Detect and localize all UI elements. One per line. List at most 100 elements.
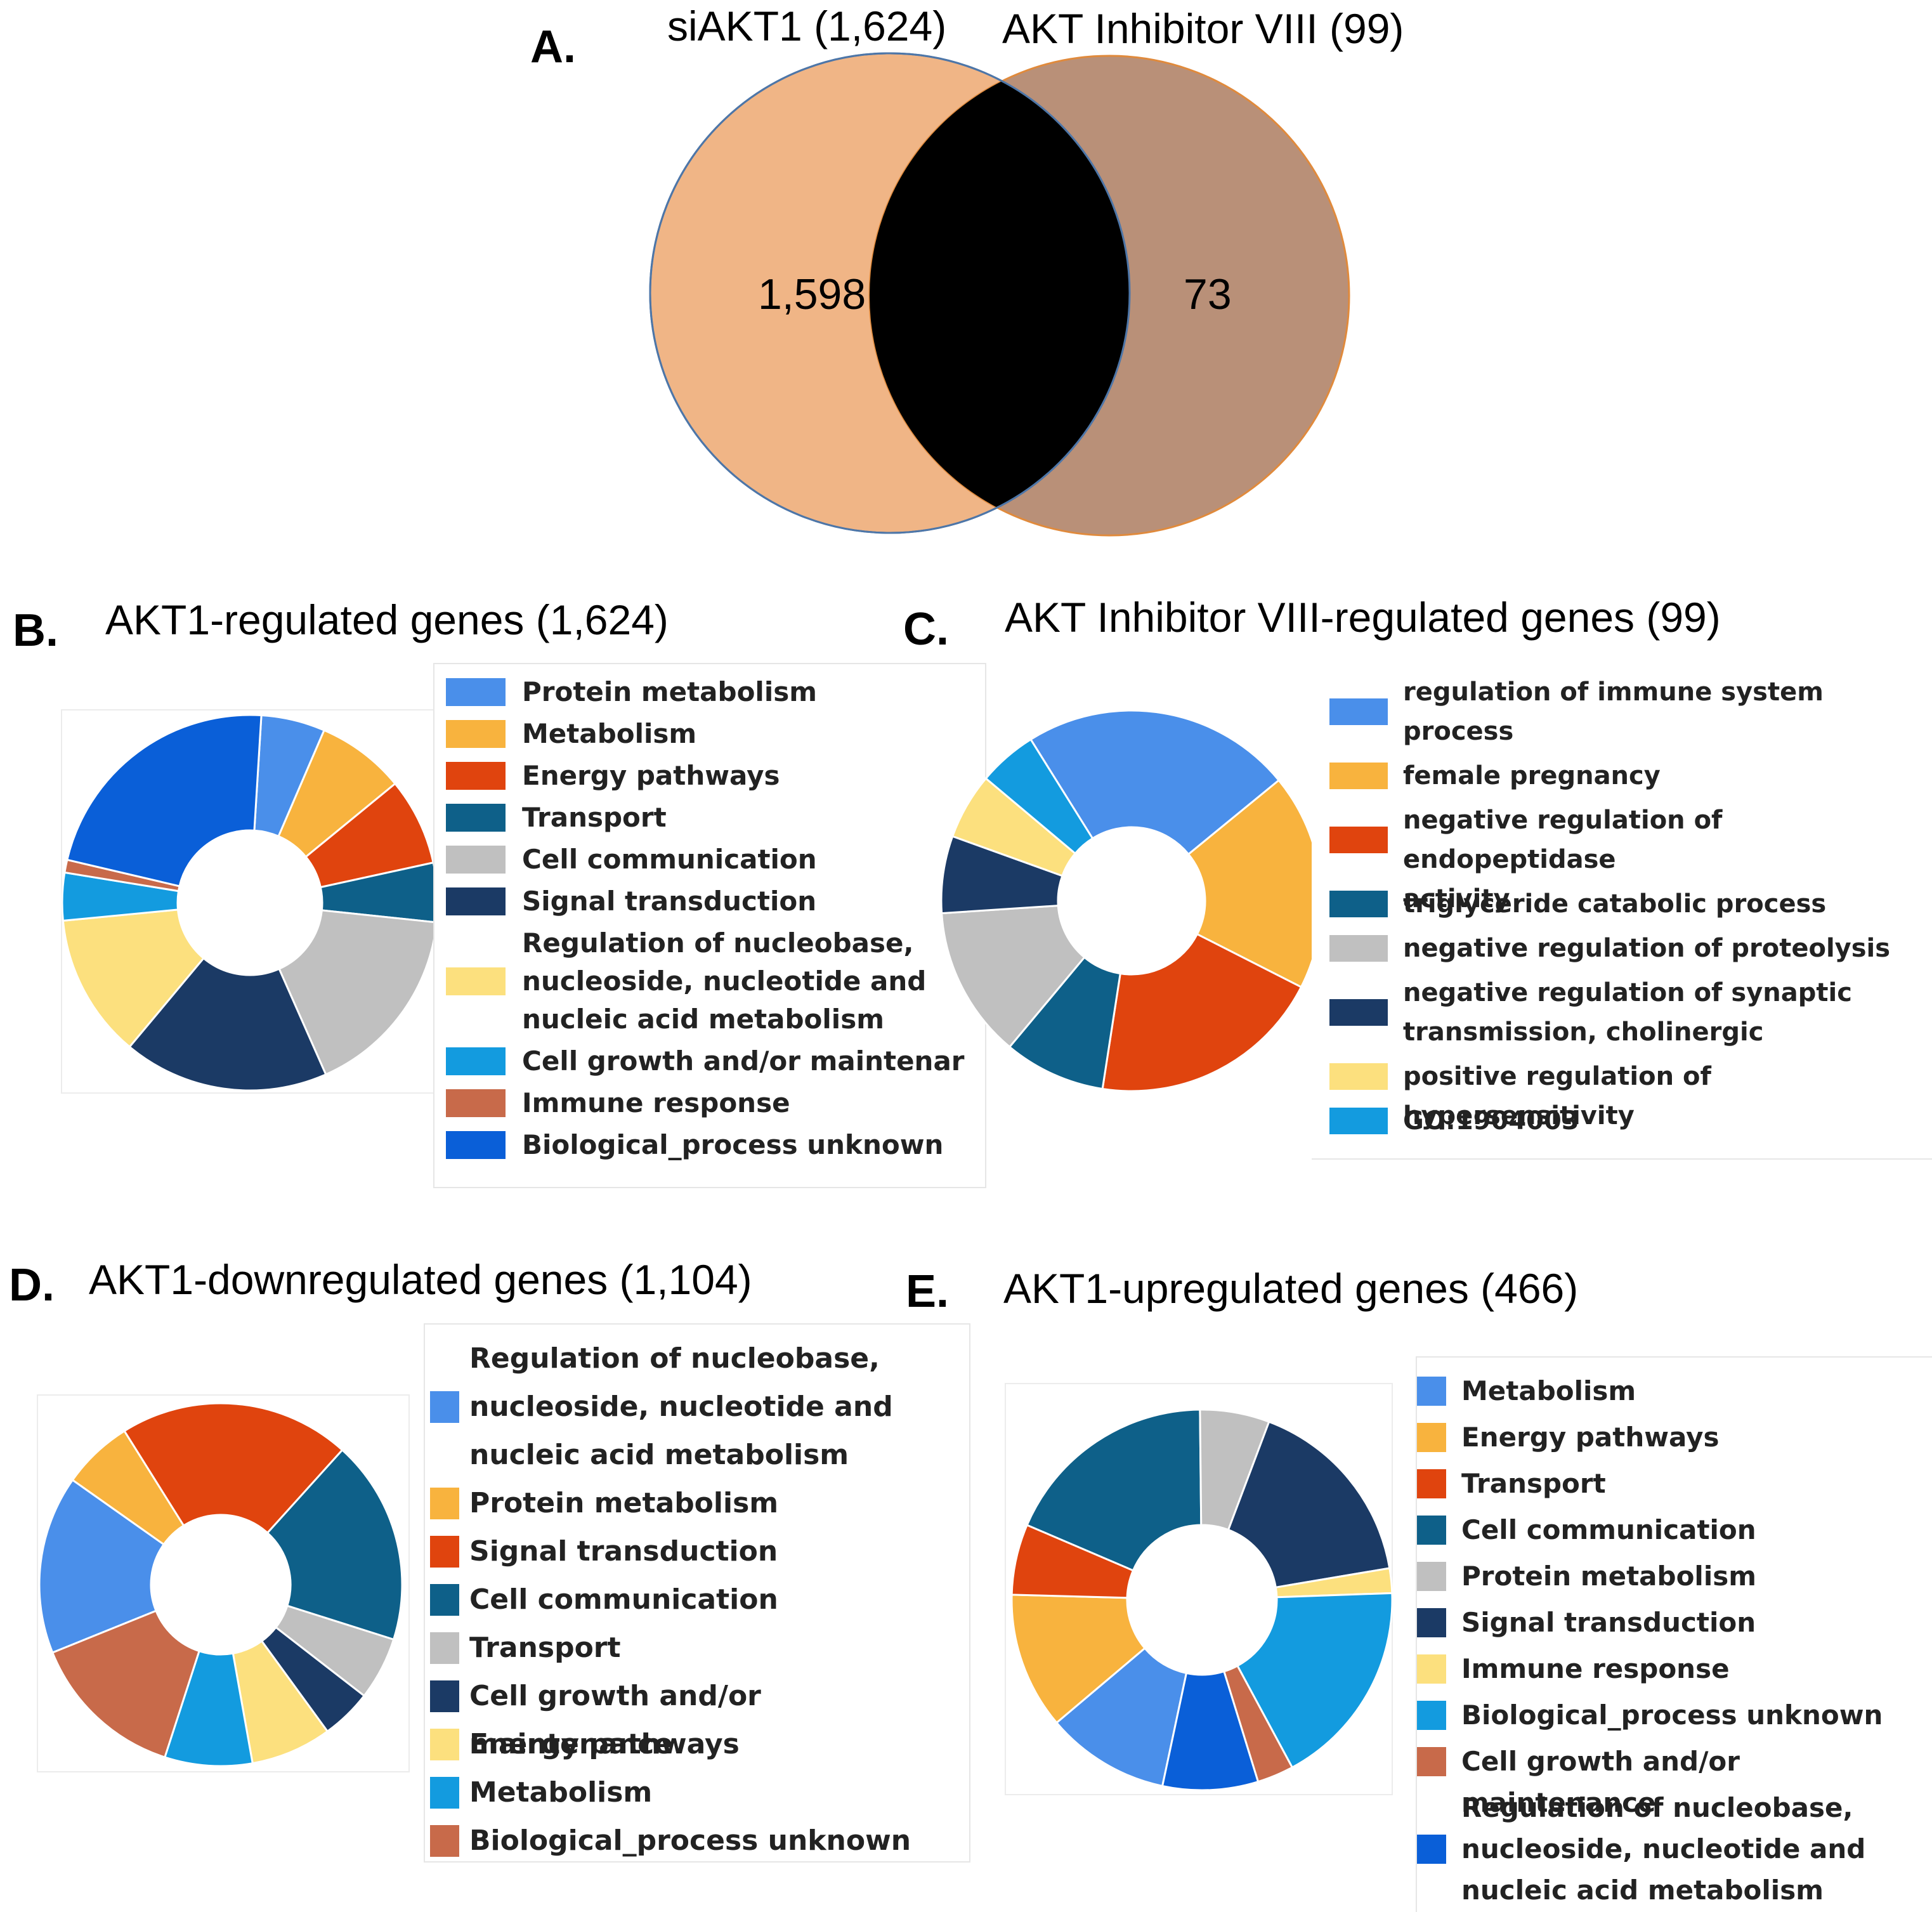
legend-label: Energy pathways [522,760,780,791]
panel-label-d: D. [9,1260,55,1311]
legend-label: Protein metabolism [1461,1561,1756,1592]
legend-swatch [1417,1700,1446,1730]
legend-label: Cell communication [522,844,817,875]
legend-swatch [446,762,506,790]
legend-item-energy-pathways: Energy pathways [434,757,985,795]
legend-item-negative-regulation-of-synaptic: negative regulation of synaptic transmis… [1312,973,1932,1052]
legend-swatch [1417,1834,1446,1864]
venn-overlap-region [870,56,1130,533]
legend-swatch [446,804,506,832]
legend-item-transport: Transport [1417,1463,1932,1504]
legend-swatch [1329,1108,1388,1134]
legend-swatch [446,678,506,706]
legend-swatch [1417,1376,1446,1406]
legend-label: negative regulation of proteolysis [1403,934,1891,963]
pie-slice-biological-process-unknown [51,1609,200,1758]
legend-label: Regulation of nucleobase, nucleoside, nu… [469,1342,893,1471]
pie-slice-negative-regulation-of-endopeptidase [1101,933,1303,1092]
pie-slice-regulation-of-immune-system [1029,709,1281,856]
legend-label: Transport [469,1632,621,1664]
legend-swatch [446,1131,506,1159]
legend-d: Regulation of nucleobase, nucleoside, nu… [424,1323,970,1863]
pie-slice-signal-transduction [128,957,327,1092]
legend-label: Protein metabolism [522,676,817,707]
legend-label: Signal transduction [1461,1607,1756,1638]
legend-swatch [1417,1746,1446,1776]
legend-item-female-pregnancy: female pregnancy [1312,756,1932,796]
legend-swatch [430,1632,459,1664]
chart-title-c: AKT Inhibitor VIII-regulated genes (99) [1005,594,1721,641]
pie-slice-go-1904003 [984,738,1094,855]
legend-swatch [1417,1608,1446,1637]
legend-label: Transport [1461,1468,1606,1499]
pie-slice-metabolism [1055,1647,1188,1788]
chart-title-b: AKT1-regulated genes (1,624) [105,596,669,643]
legend-swatch [1329,935,1388,962]
pie-slice-biological-process-unknown [1236,1592,1394,1769]
legend-label: Cell growth and/or maintenance [469,1680,761,1760]
legend-item-energy-pathways: Energy pathways [425,1720,969,1769]
panel-label-c: C. [903,604,949,655]
legend-swatch [446,1089,506,1117]
legend-label: negative regulation of synaptic transmis… [1403,978,1852,1047]
legend-label: Signal transduction [522,886,817,917]
legend-label: Biological_process unknown [522,1129,944,1160]
legend-label: Cell growth and/or maintenar [522,1045,965,1077]
venn-circle-siakt1-outline [649,52,1131,534]
legend-swatch [430,1680,459,1712]
pie-slice-negative-regulation-of-proteolysis [941,904,1086,1049]
chart-title-e: AKT1-upregulated genes (466) [1003,1265,1579,1312]
pie-slice-signal-transduction [123,1402,344,1535]
legend-swatch [430,1584,459,1616]
pie-slice-biological-process-unknown [66,714,263,887]
legend-c: regulation of immune system process femal… [1312,665,1932,1160]
legend-label: Metabolism [1461,1375,1636,1406]
legend-item-negative-regulation-of-proteolysis: negative regulation of proteolysis [1312,929,1932,968]
legend-swatch [430,1536,459,1568]
legend-item-signal-transduction: Signal transduction [434,882,985,920]
legend-item-triglyceride-catabolic-process: triglyceride catabolic process [1312,884,1932,924]
legend-swatch [446,720,506,748]
legend-item-regulation-of-nucleobase: Regulation of nucleobase, nucleoside, nu… [425,1335,969,1479]
legend-item-metabolism: Metabolism [1417,1370,1932,1411]
venn-only-inhibitor-count: 73 [1184,270,1232,318]
legend-swatch [430,1729,459,1760]
legend-swatch [430,1391,459,1423]
pie-slice-regulation-of-nucleobase [62,908,206,1049]
legend-swatch [1417,1422,1446,1452]
legend-item-protein-metabolism: Protein metabolism [425,1479,969,1528]
venn-diagram [649,52,1350,537]
legend-label: GO:1904003 [1403,1106,1579,1136]
legend-item-biological-process-unknown: Biological_process unknown [434,1126,985,1164]
legend-item-cell-growth-and-or-maintenar: Cell growth and/or maintenar [434,1042,985,1080]
legend-item-biological-process-unknown: Biological_process unknown [425,1817,969,1861]
legend-item-immune-response: Immune response [1417,1648,1932,1689]
legend-swatch [1329,891,1388,917]
legend-item-signal-transduction: Signal transduction [425,1528,969,1576]
legend-label: Regulation of nucleobase, nucleoside, nu… [1461,1792,1866,1906]
legend-label: Biological_process unknown [1461,1699,1883,1731]
legend-swatch [1417,1654,1446,1684]
legend-swatch [1329,827,1388,853]
legend-swatch [1329,763,1388,789]
legend-label: Immune response [1461,1653,1730,1684]
legend-swatch [430,1777,459,1809]
venn-set-a-label: siAKT1 (1,624) [667,3,947,49]
legend-item-regulation-of-immune-system: regulation of immune system process [1312,672,1932,751]
legend-item-transport: Transport [425,1624,969,1672]
legend-label: Biological_process unknown [469,1824,911,1857]
chart-title-d: AKT1-downregulated genes (1,104) [89,1256,752,1303]
pie-slice-female-pregnancy [1187,778,1323,988]
legend-item-cell-communication: Cell communication [434,841,985,879]
legend-label: Cell growth and/or maintenance [1461,1746,1740,1818]
legend-label: female pregnancy [1403,761,1661,790]
pie-slice-signal-transduction [1227,1420,1391,1589]
legend-label: Metabolism [469,1776,653,1809]
legend-item-go-1904003: GO:1904003 [1312,1101,1932,1141]
legend-label: Immune response [522,1087,790,1118]
